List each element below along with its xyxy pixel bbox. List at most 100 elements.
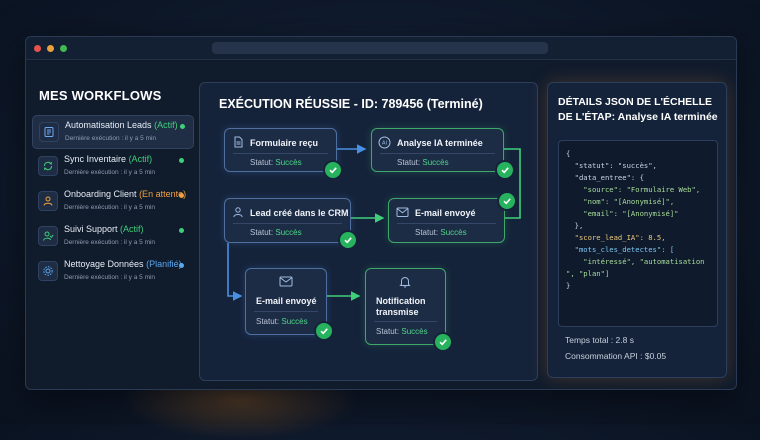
node-title: E-mail envoyé — [415, 208, 476, 218]
workflow-status: (En attente) — [139, 189, 187, 199]
workflow-item-nettoyage-donnees[interactable]: Nettoyage Données (Planifié) Dernière ex… — [32, 255, 192, 287]
workflow-name: Onboarding Client — [64, 189, 137, 199]
node-status-value: Succès — [440, 228, 467, 237]
node-divider — [233, 223, 342, 224]
execution-panel: EXÉCUTION RÉUSSIE - ID: 789456 (Terminé)… — [199, 82, 538, 381]
status-dot — [179, 263, 184, 268]
svg-text:AI: AI — [382, 141, 388, 147]
node-title: Notification transmise — [376, 296, 426, 317]
workflow-status: (Actif) — [154, 120, 178, 130]
ai-icon: AI — [378, 136, 391, 149]
address-bar[interactable] — [212, 42, 548, 54]
workflow-name: Sync Inventaire — [64, 154, 127, 164]
json-line: "mots_cles_detectes": [ — [566, 245, 675, 254]
mail-icon — [279, 276, 293, 287]
list-check-icon — [39, 122, 59, 142]
json-line: ", "plan"] — [566, 269, 610, 278]
json-line: "score_lead_IA": 8.5, — [566, 233, 666, 242]
success-check-icon — [323, 160, 343, 180]
flow-node-analyse-ia[interactable]: AI Analyse IA terminée Statut: Succès — [371, 128, 515, 180]
node-status-label: Statut: — [250, 158, 274, 167]
node-title: Analyse IA terminée — [397, 138, 483, 148]
user-icon — [38, 191, 58, 211]
total-time: Temps total : 2.8 s — [565, 335, 634, 345]
sync-icon — [38, 156, 58, 176]
node-divider — [397, 223, 496, 224]
workflow-last-run: Dernière exécution : il y a 5 min — [65, 135, 157, 142]
connector-arrow — [227, 243, 243, 301]
api-usage: Consommation API : $0.05 — [565, 351, 667, 361]
flow-node-formulaire-recu[interactable]: Formulaire reçu Statut: Succès — [224, 128, 343, 180]
sidebar: MES WORKFLOWS Automatisation Leads (Acti… — [26, 59, 196, 389]
workflow-item-automatisation-leads[interactable]: Automatisation Leads (Actif) Dernière ex… — [32, 115, 194, 149]
node-divider — [380, 153, 495, 154]
workflow-last-run: Dernière exécution : il y a 5 min — [64, 169, 156, 176]
json-line: { — [566, 149, 571, 158]
settings-icon — [38, 261, 58, 281]
success-check-icon — [338, 230, 358, 250]
status-dot — [179, 193, 184, 198]
workflow-status: (Actif) — [120, 224, 144, 234]
json-line: "nom": "[Anonymisé]", — [566, 197, 675, 206]
title-bar — [26, 37, 736, 60]
flow-node-lead-cree-crm[interactable]: Lead créé dans le CRM Statut: Succès — [224, 198, 358, 250]
json-line: "source": "Formulaire Web", — [566, 185, 701, 194]
json-line: "data_entree": { — [566, 173, 644, 182]
json-viewer[interactable]: { "statut": "succès", "data_entree": { "… — [558, 140, 718, 327]
connector-line — [503, 148, 521, 219]
execution-title: EXÉCUTION RÉUSSIE - ID: 789456 (Terminé) — [219, 97, 483, 111]
json-line: "email": "[Anonymisé]" — [566, 209, 679, 218]
user-check-icon — [38, 226, 58, 246]
json-line: "intéressé", "automatisation — [566, 257, 705, 266]
close-dot[interactable] — [34, 45, 41, 52]
node-divider — [233, 153, 328, 154]
app-window: MES WORKFLOWS Automatisation Leads (Acti… — [25, 36, 737, 390]
json-line: }, — [566, 221, 584, 230]
node-status-label: Statut: — [250, 228, 274, 237]
details-title: DÉTAILS JSON DE L'ÉCHELLE DE L'ÉTAP: Ana… — [558, 96, 718, 123]
node-status-value: Succès — [275, 158, 302, 167]
node-title: Formulaire reçu — [250, 138, 319, 148]
json-details-panel: DÉTAILS JSON DE L'ÉCHELLE DE L'ÉTAP: Ana… — [547, 82, 727, 378]
node-title: Lead créé dans le CRM — [250, 208, 349, 218]
node-title: E-mail envoyé — [256, 296, 317, 306]
node-status-value: Succès — [401, 327, 428, 336]
success-check-icon — [433, 332, 453, 352]
node-divider — [374, 321, 437, 322]
node-status-label: Statut: — [397, 158, 421, 167]
workflow-name: Automatisation Leads — [65, 120, 152, 130]
user-icon — [233, 207, 243, 218]
status-dot — [179, 158, 184, 163]
minimize-dot[interactable] — [47, 45, 54, 52]
flow-node-notification-transmise[interactable]: Notification transmise Statut: Succès — [365, 268, 453, 352]
flow-node-email-envoye[interactable]: E-mail envoyé Statut: Succès — [388, 191, 517, 243]
node-status-value: Succès — [281, 317, 308, 326]
status-dot — [180, 124, 185, 129]
success-check-icon — [497, 191, 517, 211]
workflow-name: Nettoyage Données — [64, 259, 144, 269]
node-status-label: Statut: — [376, 327, 400, 336]
node-status-label: Statut: — [415, 228, 439, 237]
workflow-name: Suivi Support — [64, 224, 118, 234]
node-status-label: Statut: — [256, 317, 280, 326]
success-check-icon — [314, 321, 334, 341]
flow-connectors — [227, 144, 521, 301]
document-icon — [234, 136, 243, 148]
node-status-value: Succès — [422, 158, 449, 167]
workflow-status: (Actif) — [128, 154, 153, 164]
json-line: } — [566, 281, 571, 290]
workflow-last-run: Dernière exécution : il y a 5 min — [64, 204, 156, 211]
mail-icon — [396, 207, 409, 217]
node-status-value: Succès — [275, 228, 302, 237]
maximize-dot[interactable] — [60, 45, 67, 52]
workflow-item-onboarding-client[interactable]: Onboarding Client (En attente) Dernière … — [32, 185, 192, 217]
success-check-icon — [495, 160, 515, 180]
json-line: "statut": "succès", — [566, 161, 657, 170]
sidebar-title: MES WORKFLOWS — [39, 88, 162, 103]
workflow-status: (Planifié) — [146, 259, 182, 269]
workflow-item-suivi-support[interactable]: Suivi Support (Actif) Dernière exécution… — [32, 220, 192, 252]
workflow-item-sync-inventaire[interactable]: Sync Inventaire (Actif) Dernière exécuti… — [32, 150, 192, 182]
bell-icon — [399, 277, 411, 288]
flow-node-email-envoye-2[interactable]: E-mail envoyé Statut: Succès — [245, 268, 334, 341]
workflow-last-run: Dernière exécution : il y a 5 min — [64, 239, 156, 246]
